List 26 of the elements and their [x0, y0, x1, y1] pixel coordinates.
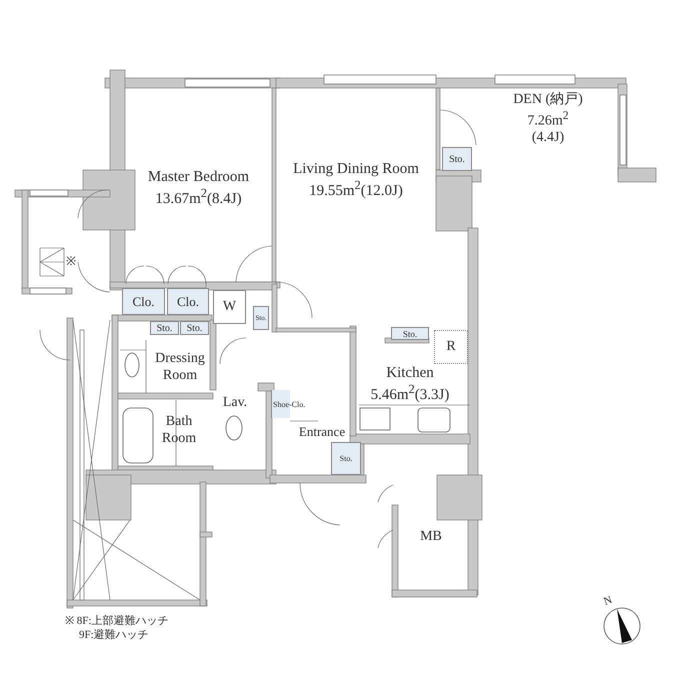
north-label: N	[602, 594, 614, 608]
storage-closet: Clo.	[167, 288, 209, 315]
room-area: 19.55m$^{2}$(12.0J)	[309, 178, 403, 200]
storage-closet: Sto.	[180, 321, 209, 335]
hatch-mark: ※	[66, 253, 76, 269]
room-name: Bath Room	[160, 414, 198, 448]
storage-closet: Sto.	[331, 442, 361, 475]
storage-closet: Sto.	[391, 327, 429, 340]
room-name: Lav.	[222, 395, 248, 412]
room-area: 5.46m$^{2}$(3.3J)	[370, 382, 450, 404]
room-area: 7.26m$^{2}$ (4.4J)	[513, 108, 583, 148]
storage-closet: Sto.	[442, 147, 472, 171]
room-name: Master Bedroom	[148, 168, 250, 186]
washer-space: W	[213, 290, 246, 324]
room-name: MB	[420, 529, 442, 546]
room-name: DEN (納戸)	[513, 92, 583, 109]
note-text: ※ 8F:上部避難ハッチ	[65, 614, 168, 628]
room-name: Entrance	[298, 424, 346, 440]
storage-closet: Sto.	[150, 321, 179, 335]
room-name: Dressing Room	[154, 351, 206, 385]
room-name: Living Dining Room	[293, 160, 419, 178]
room-area: 13.67m$^{2}$(8.4J)	[155, 186, 242, 208]
fridge-space: R	[434, 330, 468, 364]
storage-closet: Clo.	[122, 288, 165, 315]
room-name: Kitchen	[386, 364, 434, 382]
note-text: 9F:避難ハッチ	[79, 628, 149, 642]
